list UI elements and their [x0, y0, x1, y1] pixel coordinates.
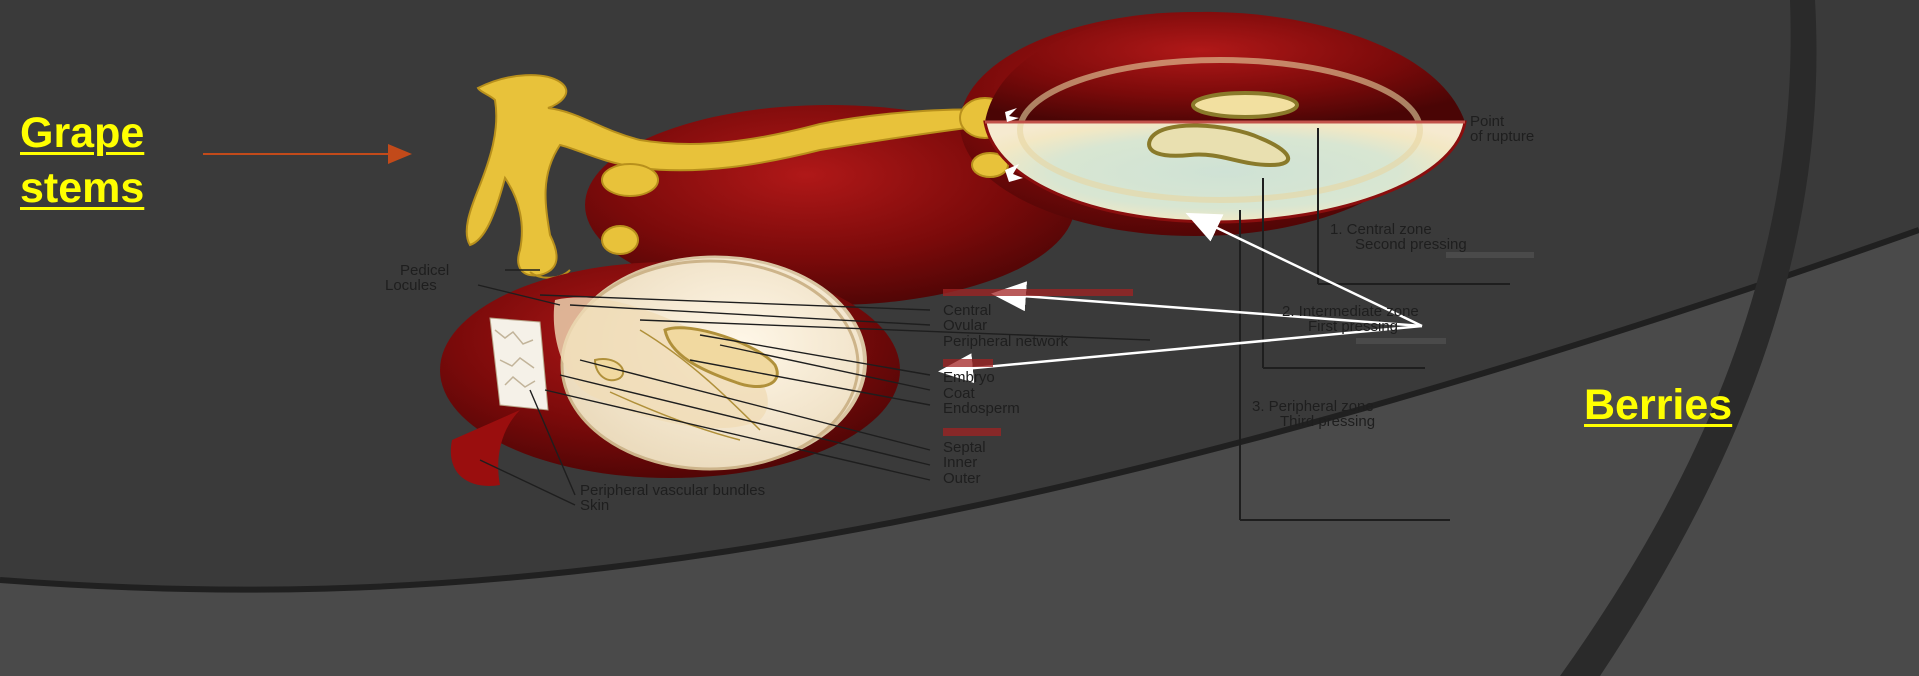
label-locules: Locules: [385, 277, 437, 294]
grape-stems-title: Grape stems: [20, 106, 144, 216]
red-label-vascular: [943, 289, 1133, 296]
label-endosperm: Endosperm: [943, 400, 1020, 417]
label-skin: Skin: [580, 497, 609, 514]
label-of-rupture: of rupture: [1470, 128, 1534, 145]
grape-stems-title-line1: Grape: [20, 106, 144, 161]
label-second-pressing: Second pressing: [1355, 236, 1467, 253]
label-third-pressing: Third pressing: [1280, 413, 1375, 430]
label-first-pressing: First pressing: [1308, 318, 1398, 335]
label-inner: Inner: [943, 454, 977, 471]
red-label-flesh: [943, 428, 1001, 436]
label-embryo: Embryo: [943, 369, 995, 386]
red-label-seed: [943, 359, 993, 367]
label-peripheral-network: Peripheral network: [943, 333, 1069, 350]
label-ovular: Ovular: [943, 317, 987, 334]
berries-title: Berries: [1584, 378, 1732, 433]
label-outer: Outer: [943, 470, 981, 487]
grape-stems-title-line2: stems: [20, 161, 144, 216]
